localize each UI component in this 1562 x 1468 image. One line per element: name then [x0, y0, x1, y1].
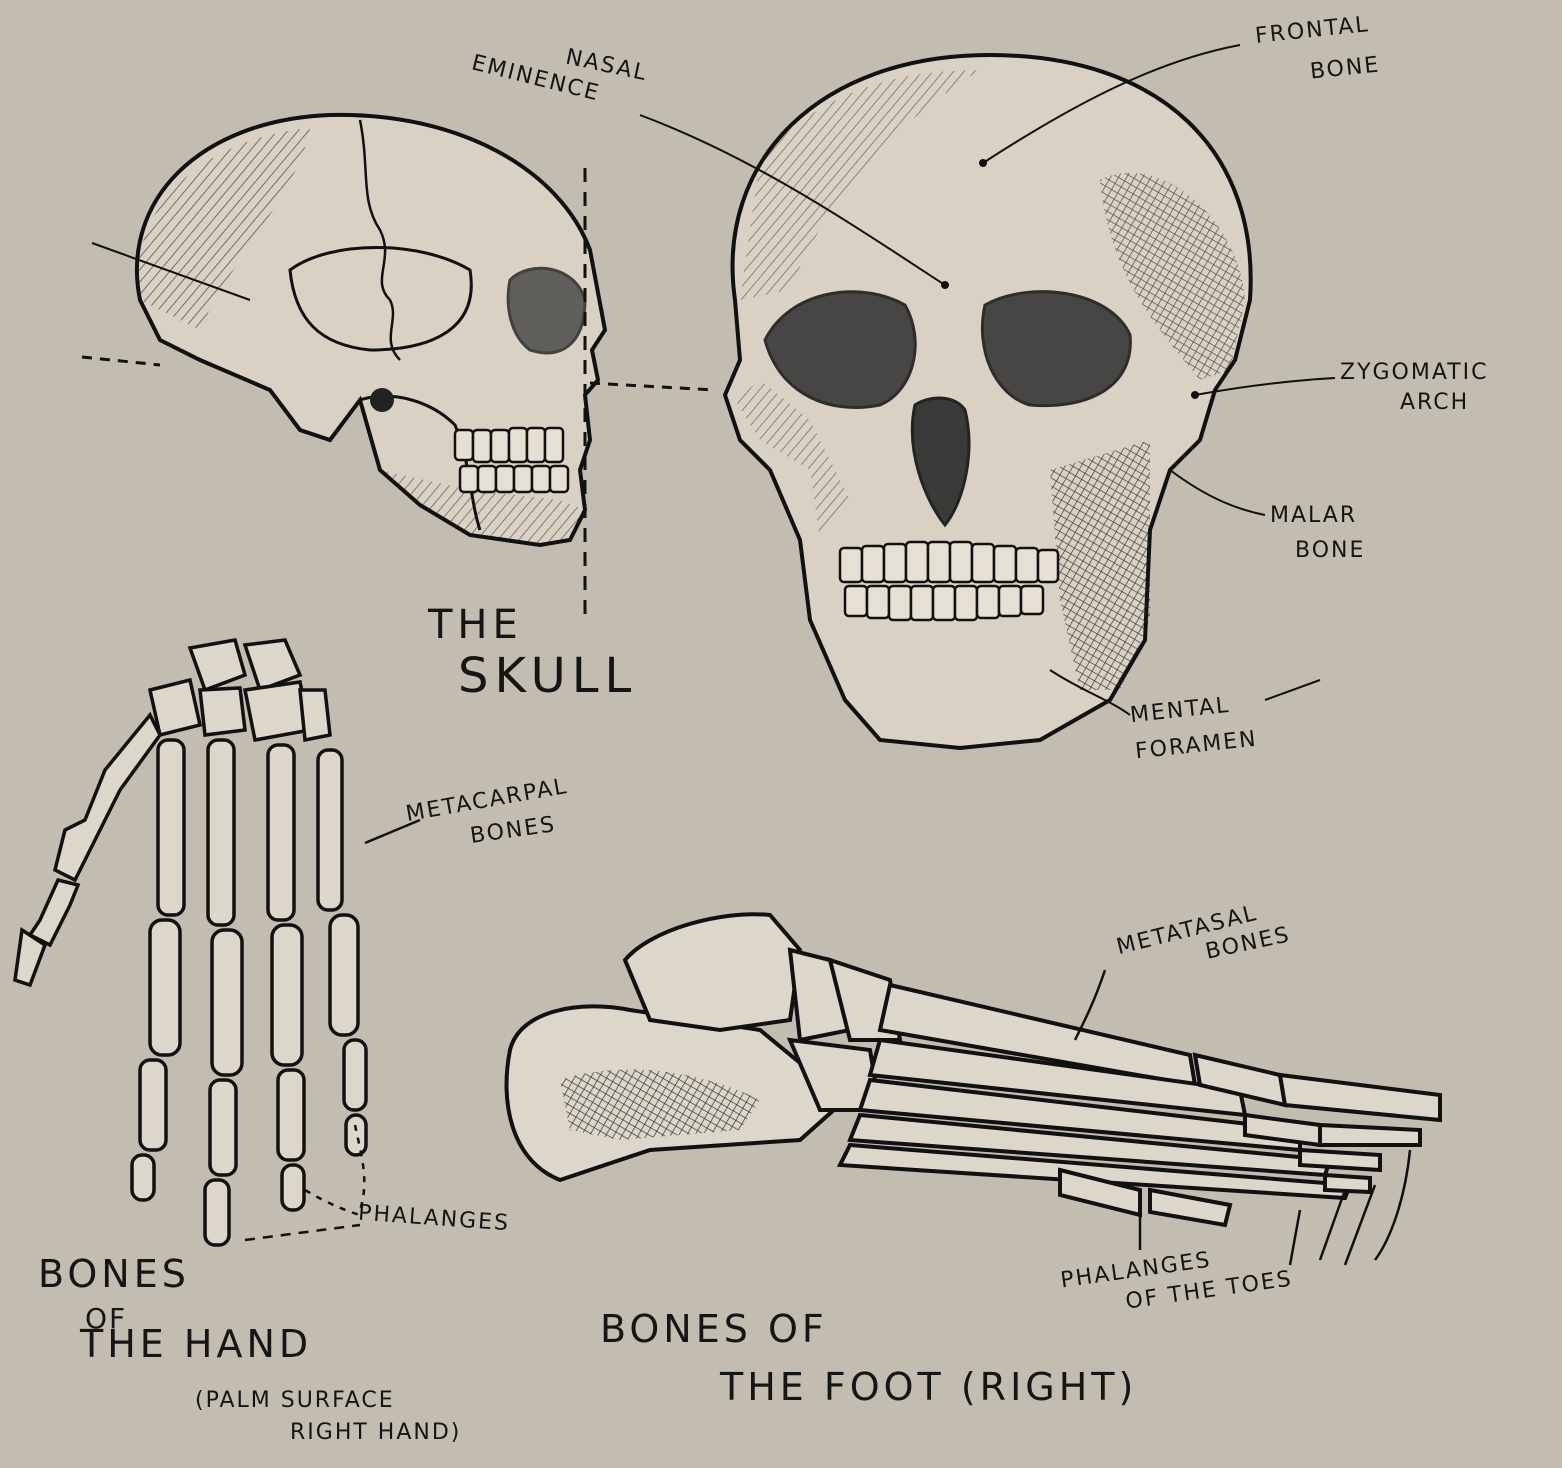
skull-title-line2: SKULL	[458, 652, 637, 700]
label-zygomatic-arch-line2: ARCH	[1400, 392, 1469, 414]
label-malar-bone-line1: MALAR	[1270, 505, 1357, 527]
skull-title-line1: THE	[428, 605, 523, 645]
foot-title-line2: the Foot (Right)	[720, 1368, 1137, 1406]
hand-title-line1: Bones	[38, 1255, 190, 1293]
label-zygomatic-arch-line1: ZYGOMATIC	[1340, 362, 1489, 384]
foot-bones	[507, 914, 1440, 1225]
skull-front-view	[640, 45, 1335, 748]
hand-note-line1: (PALM SURFACE	[195, 1390, 395, 1412]
foot-title-line1: Bones of	[600, 1310, 828, 1348]
hand-bones	[15, 640, 366, 1245]
hand-title-line3: the Hand	[80, 1325, 312, 1363]
skull-side-view	[82, 115, 715, 620]
label-malar-bone-line2: BONE	[1295, 540, 1365, 562]
hand-note-line2: RIGHT HAND)	[290, 1422, 461, 1444]
